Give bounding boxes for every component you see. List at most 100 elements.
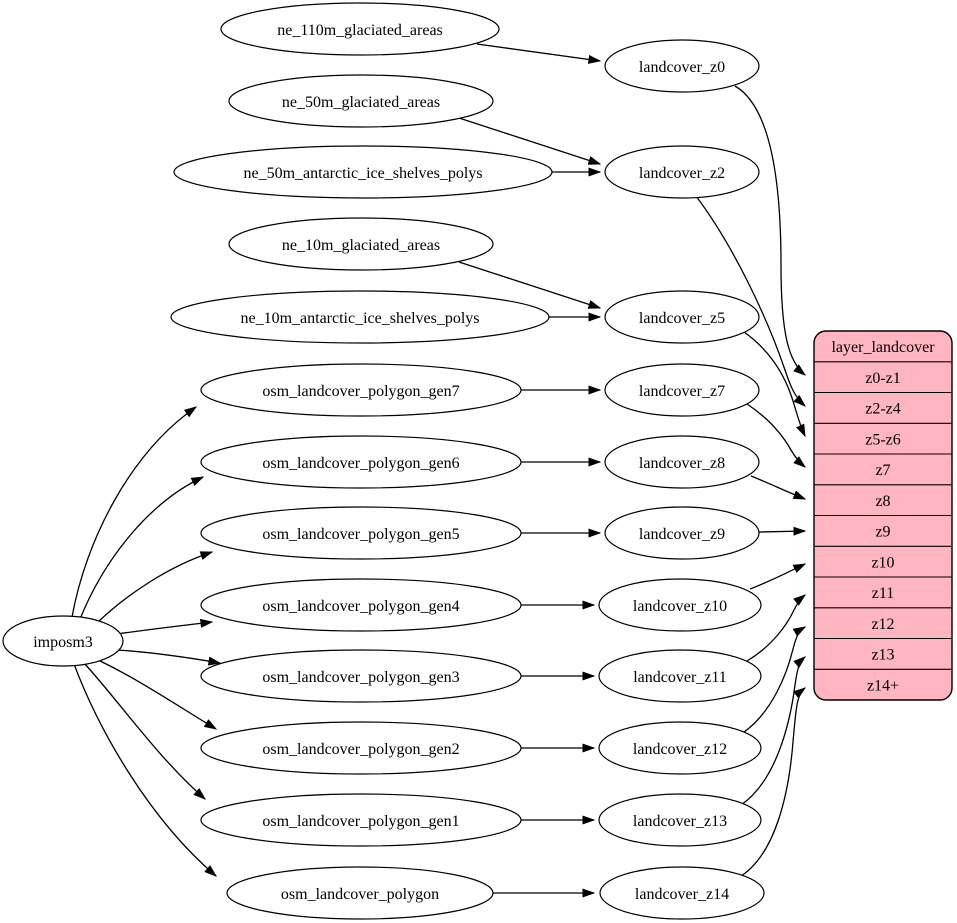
- edge-z2-to-row-z2-z4: [695, 195, 806, 407]
- node-ellipse: [598, 649, 762, 703]
- record-row-z11: z11: [872, 585, 895, 602]
- node-ellipse: [200, 435, 522, 489]
- node-label: osm_landcover_polygon_gen2: [262, 741, 459, 758]
- node-ellipse: [604, 506, 760, 560]
- node-landcover-z10: landcover_z10: [598, 578, 762, 632]
- node-label: landcover_z12: [633, 741, 727, 758]
- node-ellipse: [200, 578, 522, 632]
- record-title: layer_landcover: [831, 339, 935, 356]
- node-ellipse: [598, 721, 762, 775]
- node-label: landcover_z8: [639, 455, 725, 472]
- node-label: osm_landcover_polygon_gen3: [262, 669, 459, 686]
- node-landcover-z9: landcover_z9: [604, 506, 760, 560]
- node-ellipse: [200, 649, 522, 703]
- node-label: osm_landcover_polygon_gen1: [262, 813, 459, 830]
- node-label: ne_10m_glaciated_areas: [282, 237, 440, 254]
- node-ne-110m-glaciated-areas: ne_110m_glaciated_areas: [220, 2, 500, 56]
- record-row-z2-z4: z2-z4: [865, 401, 901, 418]
- node-label: osm_landcover_polygon_gen4: [262, 598, 459, 615]
- node-landcover-z8: landcover_z8: [604, 435, 760, 489]
- node-ne-50m-glaciated-areas: ne_50m_glaciated_areas: [228, 74, 494, 128]
- edge-ne50m-glaciated-to-z2: [458, 117, 602, 165]
- node-ellipse: [228, 217, 494, 271]
- node-osm-landcover-polygon-gen6: osm_landcover_polygon_gen6: [200, 435, 522, 489]
- edge-ne110m-to-z0: [476, 43, 602, 64]
- node-landcover-z13: landcover_z13: [598, 793, 762, 847]
- node-label: imposm3: [33, 634, 93, 651]
- node-label: osm_landcover_polygon_gen7: [262, 383, 459, 400]
- edge-z5-to-row-z5-z6: [743, 331, 806, 438]
- node-ellipse: [200, 721, 522, 775]
- node-label: osm_landcover_polygon_gen5: [262, 526, 459, 543]
- node-ellipse: [173, 145, 553, 199]
- node-label: ne_110m_glaciated_areas: [277, 22, 443, 39]
- node-osm-landcover-polygon-gen2: osm_landcover_polygon_gen2: [200, 721, 522, 775]
- edge-group-layer: [695, 85, 807, 879]
- node-osm-landcover-polygon: osm_landcover_polygon: [226, 866, 494, 920]
- node-landcover-z11: landcover_z11: [598, 649, 762, 703]
- node-osm-landcover-polygon-gen3: osm_landcover_polygon_gen3: [200, 649, 522, 703]
- edge-z8-to-row-z8: [750, 475, 807, 500]
- node-label: ne_50m_antarctic_ice_shelves_polys: [243, 165, 482, 182]
- node-label: landcover_z11: [633, 669, 727, 686]
- node-osm-landcover-polygon-gen5: osm_landcover_polygon_gen5: [200, 506, 522, 560]
- node-landcover-z14: landcover_z14: [599, 866, 765, 920]
- edge-ne10m-glaciated-to-z5: [458, 261, 602, 309]
- node-landcover-z2: landcover_z2: [604, 145, 760, 199]
- node-label: landcover_z13: [633, 813, 727, 830]
- node-ellipse: [220, 2, 500, 56]
- edge-imposm3-to-gen4: [116, 618, 214, 635]
- edge-imposm3-to-gen2: [97, 659, 218, 730]
- node-label: ne_50m_glaciated_areas: [282, 94, 440, 111]
- edge-z0-to-row-z0-z1: [734, 85, 806, 376]
- node-osm-landcover-polygon-gen1: osm_landcover_polygon_gen1: [200, 793, 522, 847]
- node-layer-landcover: layer_landcover z0-z1 z2-z4 z5-z6 z7 z8 …: [813, 330, 953, 701]
- node-label: landcover_z2: [639, 165, 725, 182]
- node-ellipse: [598, 793, 762, 847]
- node-label: landcover_z9: [639, 526, 725, 543]
- node-landcover-z12: landcover_z12: [598, 721, 762, 775]
- record-row-z9: z9: [875, 524, 890, 541]
- edge-z12-to-row-z12: [743, 626, 807, 733]
- node-ellipse: [598, 578, 762, 632]
- node-ellipse: [200, 363, 522, 417]
- edge-z14-to-row-z14plus: [737, 687, 807, 879]
- node-ne-10m-antarctic-ice-shelves-polys: ne_10m_antarctic_ice_shelves_polys: [170, 290, 550, 344]
- node-label: ne_10m_antarctic_ice_shelves_polys: [240, 310, 479, 327]
- node-ellipse: [604, 290, 760, 344]
- record-row-z7: z7: [875, 462, 890, 479]
- node-ellipse: [599, 866, 765, 920]
- edge-imposm3-to-gen7: [71, 406, 198, 618]
- node-label: osm_landcover_polygon_gen6: [262, 455, 459, 472]
- node-osm-landcover-polygon-gen4: osm_landcover_polygon_gen4: [200, 578, 522, 632]
- edge-imposm3-to-gen3: [116, 649, 222, 666]
- record-row-z10: z10: [871, 554, 894, 571]
- edge-z11-to-row-z11: [746, 594, 807, 662]
- edge-imposm3-to-gen5: [97, 551, 214, 623]
- node-label: landcover_z14: [635, 886, 729, 903]
- node-ellipse: [170, 290, 550, 344]
- edge-group-sources: [458, 43, 602, 898]
- record-row-z12: z12: [871, 616, 894, 633]
- node-osm-landcover-polygon-gen7: osm_landcover_polygon_gen7: [200, 363, 522, 417]
- node-ellipse: [200, 793, 522, 847]
- edge-z10-to-row-z10: [749, 563, 807, 590]
- node-ellipse: [604, 145, 760, 199]
- node-ellipse: [604, 39, 760, 93]
- node-ne-10m-glaciated-areas: ne_10m_glaciated_areas: [228, 217, 494, 271]
- node-label: landcover_z10: [633, 598, 727, 615]
- record-row-z5-z6: z5-z6: [865, 431, 901, 448]
- record-row-z8: z8: [875, 493, 890, 510]
- edge-z9-to-row-z9: [758, 526, 807, 536]
- node-ellipse: [604, 435, 760, 489]
- node-ellipse: [228, 74, 494, 128]
- edge-imposm3-to-gen1: [83, 662, 206, 800]
- node-label: osm_landcover_polygon: [281, 886, 439, 903]
- edge-imposm3-to-gen6: [79, 476, 205, 620]
- record-row-z0-z1: z0-z1: [865, 370, 901, 387]
- node-imposm3: imposm3: [2, 615, 124, 667]
- node-label: landcover_z7: [639, 383, 725, 400]
- node-landcover-z7: landcover_z7: [604, 363, 760, 417]
